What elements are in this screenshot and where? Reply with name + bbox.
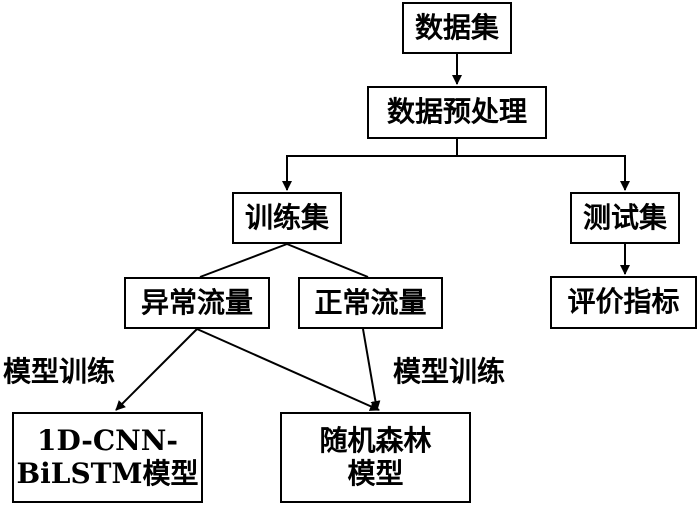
node-dataset-label: 数据集 — [414, 10, 499, 44]
edge-preprocess-to-test — [457, 155, 630, 191]
node-random-forest-model: 随机森林 模型 — [280, 412, 471, 503]
edge-label-right: 模型训练 — [393, 355, 506, 388]
node-test-set-label: 测试集 — [582, 200, 667, 234]
node-normal-traffic: 正常流量 — [298, 277, 443, 329]
node-train-set: 训练集 — [232, 192, 342, 244]
edge-anomaly-to-rf — [196, 328, 380, 411]
node-normal-traffic-label: 正常流量 — [314, 285, 427, 319]
edge-train-to-normal — [286, 243, 369, 278]
node-test-set: 测试集 — [570, 192, 680, 244]
node-cnn-model-line1: 1D-CNN- — [36, 424, 178, 458]
node-eval-metrics-label: 评价指标 — [567, 285, 680, 319]
node-train-set-label: 训练集 — [244, 200, 329, 234]
node-eval-metrics: 评价指标 — [550, 276, 697, 329]
node-dataset: 数据集 — [402, 2, 512, 54]
node-cnn-bilstm-model: 1D-CNN- BiLSTM模型 — [12, 412, 203, 503]
node-anomaly-traffic-label: 异常流量 — [140, 285, 253, 319]
edge-anomaly-to-cnn — [115, 328, 198, 411]
node-anomaly-traffic: 异常流量 — [124, 277, 270, 329]
node-preprocess: 数据预处理 — [367, 86, 547, 139]
edge-preprocess-split — [282, 139, 458, 191]
node-cnn-model-line2: BiLSTM模型 — [16, 456, 199, 490]
node-rf-model-line2: 模型 — [347, 456, 404, 490]
edge-normal-to-rf — [362, 328, 381, 411]
node-preprocess-label: 数据预处理 — [386, 95, 527, 129]
edge-train-to-anomaly — [199, 243, 288, 278]
edge-label-left: 模型训练 — [3, 355, 116, 388]
node-rf-model-line1: 随机森林 — [319, 424, 432, 458]
